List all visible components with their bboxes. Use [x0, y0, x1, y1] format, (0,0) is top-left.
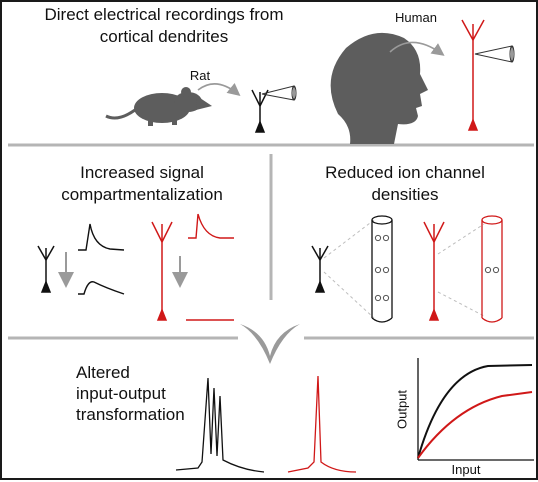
human-neuron-middle-icon: [151, 221, 173, 321]
io-x-axis-label: Input: [451, 462, 481, 477]
left-panel-title-line1: Increased signal: [80, 163, 204, 182]
human-ion-channels-icon: [484, 266, 500, 274]
rat-zoom-lines: [323, 219, 375, 319]
human-membrane-cylinder-icon: [481, 215, 503, 323]
header-title-line1: Direct electrical recordings from: [44, 5, 284, 24]
right-panel-title-line1: Reduced ion channel: [325, 163, 485, 182]
human-zoom-lines: [437, 223, 485, 317]
rat-io-curve: [417, 364, 533, 459]
io-curve-plot: [417, 358, 534, 461]
human-electrode-icon: [474, 45, 515, 63]
io-y-axis-label: Output: [394, 389, 410, 430]
bottom-panel-title-line3: transformation: [76, 405, 185, 424]
rat-dendritic-trace: [78, 223, 125, 251]
rat-arrow: [197, 82, 241, 97]
rat-electrode-icon: [261, 85, 297, 101]
bottom-panel-title-line1: Altered: [76, 363, 130, 382]
human-label: Human: [395, 10, 437, 25]
rat-ion-channels-icon: [374, 234, 390, 302]
rat-somatic-trace: [78, 281, 125, 295]
human-head-silhouette-icon: [330, 32, 428, 145]
rat-output-spikes-trace: [175, 377, 265, 473]
header-title-line2: cortical dendrites: [99, 27, 229, 46]
rat-label: Rat: [189, 68, 211, 83]
human-arrow: [389, 41, 445, 56]
human-io-curve: [417, 391, 533, 459]
rat-neuron-channel-icon: [311, 245, 329, 293]
human-output-spike-trace: [287, 375, 357, 473]
left-panel-title-line2: compartmentalization: [61, 185, 223, 204]
human-neuron-channel-icon: [423, 221, 445, 321]
merge-chevron-icon: [240, 324, 300, 364]
right-panel-title-line2: densities: [371, 185, 439, 204]
rat-membrane-cylinder-icon: [371, 215, 393, 323]
rat-neuron-small-icon: [37, 245, 55, 293]
rat-neuron-icon: [251, 89, 269, 133]
human-neuron-icon: [461, 19, 485, 131]
rat-silhouette-icon: [105, 87, 212, 126]
bottom-panel-title-line2: input-output: [76, 384, 166, 403]
human-dendritic-trace: [188, 213, 234, 239]
